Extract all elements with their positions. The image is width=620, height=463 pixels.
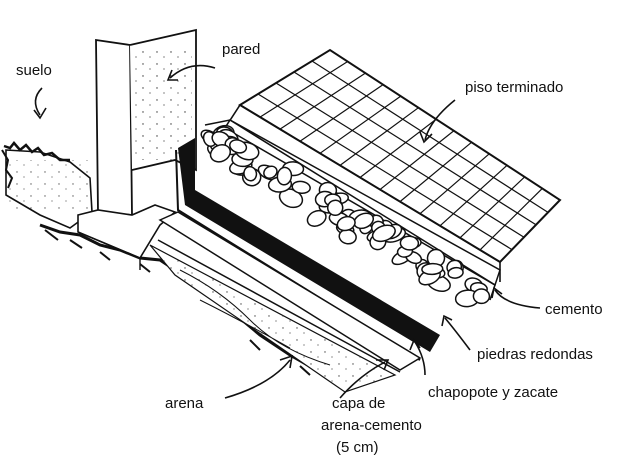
tile-joint <box>279 72 366 130</box>
stone <box>291 180 311 195</box>
arrow-piedras <box>444 317 471 351</box>
arrow-arena <box>224 359 291 399</box>
stone <box>371 224 396 243</box>
tile-joint <box>259 61 349 118</box>
stone <box>263 165 278 179</box>
tile-joint <box>419 153 490 215</box>
tile-joint <box>257 93 513 251</box>
soil-block <box>1 141 351 387</box>
sand-layer <box>149 244 397 393</box>
tile-joint <box>459 176 526 239</box>
arrow-pared <box>169 64 216 79</box>
leader-arrows <box>33 64 541 399</box>
label-arena: arena <box>165 395 204 412</box>
tile-joint <box>293 71 537 226</box>
stone <box>336 215 356 232</box>
stone <box>209 144 232 163</box>
stone <box>472 288 491 305</box>
label-chapopote-y-zacate: chapopote y zacate <box>428 384 558 401</box>
arrow-suelo <box>34 87 43 116</box>
arrow-piso <box>424 99 456 141</box>
label-pared: pared <box>222 41 260 58</box>
arrow-cemento <box>494 289 541 309</box>
stone <box>399 235 420 251</box>
stone <box>243 165 258 182</box>
tile-joint <box>379 130 455 191</box>
tile-joint <box>319 95 402 154</box>
label-capa-line2: arena-cemento <box>321 417 422 434</box>
label-suelo: suelo <box>16 62 52 79</box>
stone <box>306 209 327 227</box>
footing <box>77 204 177 270</box>
tile-joint <box>339 107 419 166</box>
finished-floor <box>224 48 562 282</box>
wall-column <box>95 28 197 216</box>
stone <box>229 139 248 154</box>
tile-joint <box>275 82 525 238</box>
stone <box>326 199 344 217</box>
label-capa-line3: (5 cm) <box>336 439 379 456</box>
label-piedras-redondas: piedras redondas <box>477 346 593 363</box>
tile-joint <box>439 164 508 227</box>
stone <box>447 266 464 279</box>
tile-joint <box>299 84 384 142</box>
labels: suelo pared piso terminado cemento piedr… <box>16 41 603 456</box>
tile-joint <box>399 141 472 203</box>
label-capa-line1: capa de <box>332 395 385 412</box>
stone <box>421 262 444 276</box>
tile-joint <box>359 118 437 178</box>
round-stones-layer <box>200 124 491 308</box>
tile-joint <box>479 188 543 251</box>
sand-cement-layer <box>157 211 422 373</box>
arrow-capa <box>339 361 386 399</box>
label-cemento: cemento <box>545 301 603 318</box>
label-piso-terminado: piso terminado <box>465 79 563 96</box>
stone <box>276 166 293 186</box>
